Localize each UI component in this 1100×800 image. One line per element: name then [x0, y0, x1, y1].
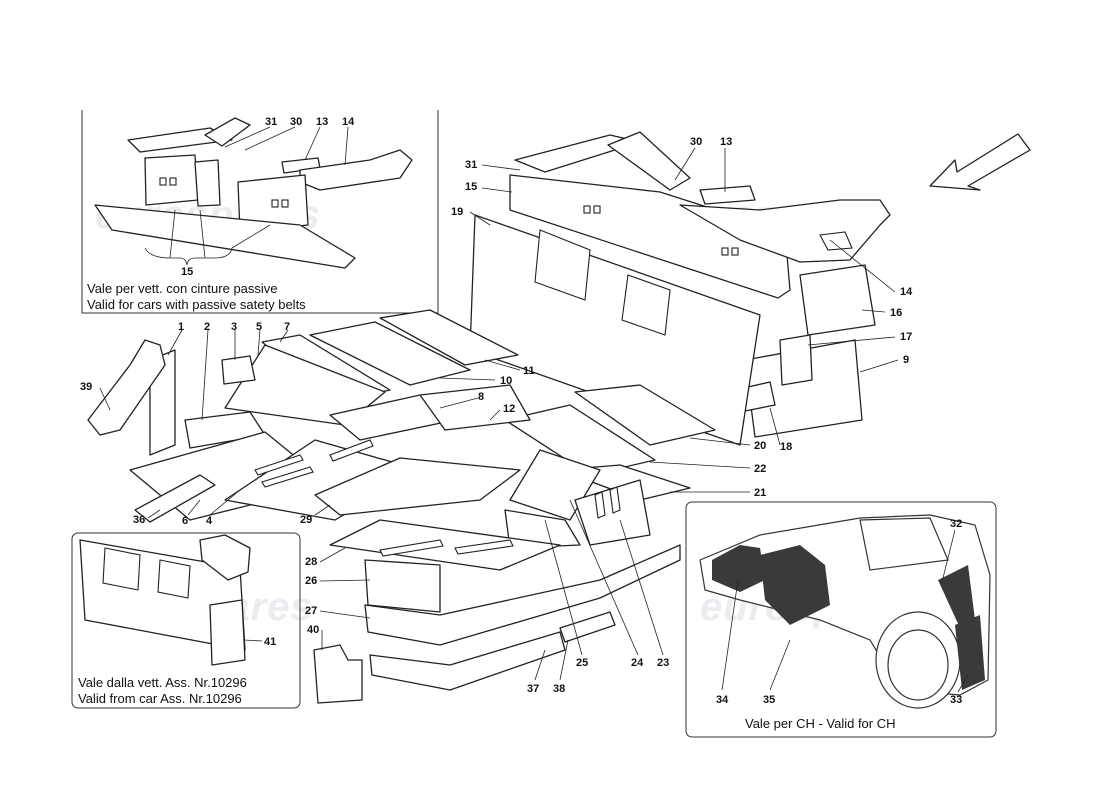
callout-5: 5	[256, 321, 262, 333]
callout-35: 35	[763, 694, 775, 706]
part-28	[329, 519, 561, 571]
part-20	[574, 384, 716, 446]
callout-41: 41	[264, 636, 276, 648]
part-11	[379, 309, 519, 366]
callout-24: 24	[631, 657, 644, 669]
callout-33: 33	[950, 694, 962, 706]
callout-16: 16	[890, 307, 902, 319]
part-26	[364, 559, 441, 613]
callout-27: 27	[305, 605, 317, 617]
part-40	[313, 644, 363, 704]
callout-14: 14	[900, 286, 913, 298]
callout-19: 19	[451, 206, 463, 218]
callout-25: 25	[576, 657, 588, 669]
callout-22: 22	[754, 463, 766, 475]
inset3-part-35	[760, 545, 830, 625]
callout-30: 30	[690, 136, 702, 148]
callout-inset-31: 31	[265, 116, 277, 128]
callout-1: 1	[178, 321, 184, 333]
part-38	[559, 611, 616, 643]
callout-17: 17	[900, 331, 912, 343]
inset3-part-32	[938, 565, 975, 628]
part-10	[309, 321, 471, 386]
inset2-part-41	[209, 599, 246, 666]
inset2-caption-english: Valid from car Ass. Nr.10296	[78, 691, 242, 706]
callout-21: 21	[754, 487, 766, 499]
part-12	[419, 384, 531, 431]
part-9	[744, 339, 863, 438]
part-15	[509, 174, 791, 299]
part-3	[221, 355, 256, 385]
callout-inset-13: 13	[316, 116, 328, 128]
callout-inset-30: 30	[290, 116, 302, 128]
callout-23: 23	[657, 657, 669, 669]
inset-part-30	[204, 117, 251, 147]
callout-20: 20	[754, 440, 766, 452]
part-16	[799, 264, 876, 336]
part-13	[699, 185, 756, 205]
callout-15: 15	[465, 181, 477, 193]
callout-26: 26	[305, 575, 317, 587]
callout-11: 11	[523, 365, 535, 377]
callout-10: 10	[500, 375, 512, 387]
inset-panel-b	[194, 159, 221, 207]
inset-from-car: 41 Vale dalla vett. Ass. Nr.10296 Valid …	[71, 532, 301, 709]
callout-29: 29	[300, 514, 312, 526]
inset2-caption-italian: Vale dalla vett. Ass. Nr.10296	[78, 675, 247, 690]
part-29	[314, 457, 521, 516]
part-30	[607, 131, 691, 191]
main-assembly: 31 30 13 15 19 14 16 17 9 1 2 3 5 7 39 1…	[80, 131, 913, 704]
callout-7: 7	[284, 321, 290, 333]
inset-ch-version: 32 33 34 35 Vale per CH - Valid for CH	[685, 501, 997, 738]
view-direction-arrow-icon	[929, 133, 1031, 191]
part-25	[504, 509, 581, 549]
callout-9: 9	[903, 354, 909, 366]
part-17	[779, 334, 813, 386]
callout-8: 8	[478, 391, 484, 403]
callout-28: 28	[305, 556, 317, 568]
part-36	[134, 474, 216, 523]
callout-inset-14: 14	[342, 116, 355, 128]
part-39	[87, 339, 166, 436]
callout-39: 39	[80, 381, 92, 393]
inset3-rear-window	[859, 517, 949, 571]
callout-32: 32	[950, 518, 962, 530]
callout-3: 3	[231, 321, 237, 333]
callout-2: 2	[204, 321, 210, 333]
callout-18: 18	[780, 441, 792, 453]
inset-part-14	[299, 149, 413, 191]
inset3-part-33	[955, 615, 985, 690]
inset-caption-italian: Vale per vett. con cinture passive	[87, 281, 278, 296]
inset3-part-34	[712, 545, 765, 592]
callout-12: 12	[503, 403, 515, 415]
callout-40: 40	[307, 624, 319, 636]
callout-4: 4	[206, 515, 213, 527]
callout-34: 34	[716, 694, 729, 706]
inset3-caption: Vale per CH - Valid for CH	[745, 716, 896, 731]
inset2-top-piece	[199, 534, 251, 581]
callout-36: 36	[133, 514, 145, 526]
part-27	[364, 544, 681, 646]
callout-6: 6	[182, 515, 188, 527]
part-37	[369, 631, 566, 691]
inset-base-panel	[94, 204, 356, 269]
inset-passive-belts: 31 30 13 14 15 Vale per vett. con cintur…	[81, 110, 439, 314]
callout-inset-15: 15	[181, 266, 193, 278]
callout-13: 13	[720, 136, 732, 148]
callout-37: 37	[527, 683, 539, 695]
inset-caption-english: Valid for cars with passive satety belts	[87, 297, 306, 312]
callout-38: 38	[553, 683, 565, 695]
callout-31: 31	[465, 159, 477, 171]
